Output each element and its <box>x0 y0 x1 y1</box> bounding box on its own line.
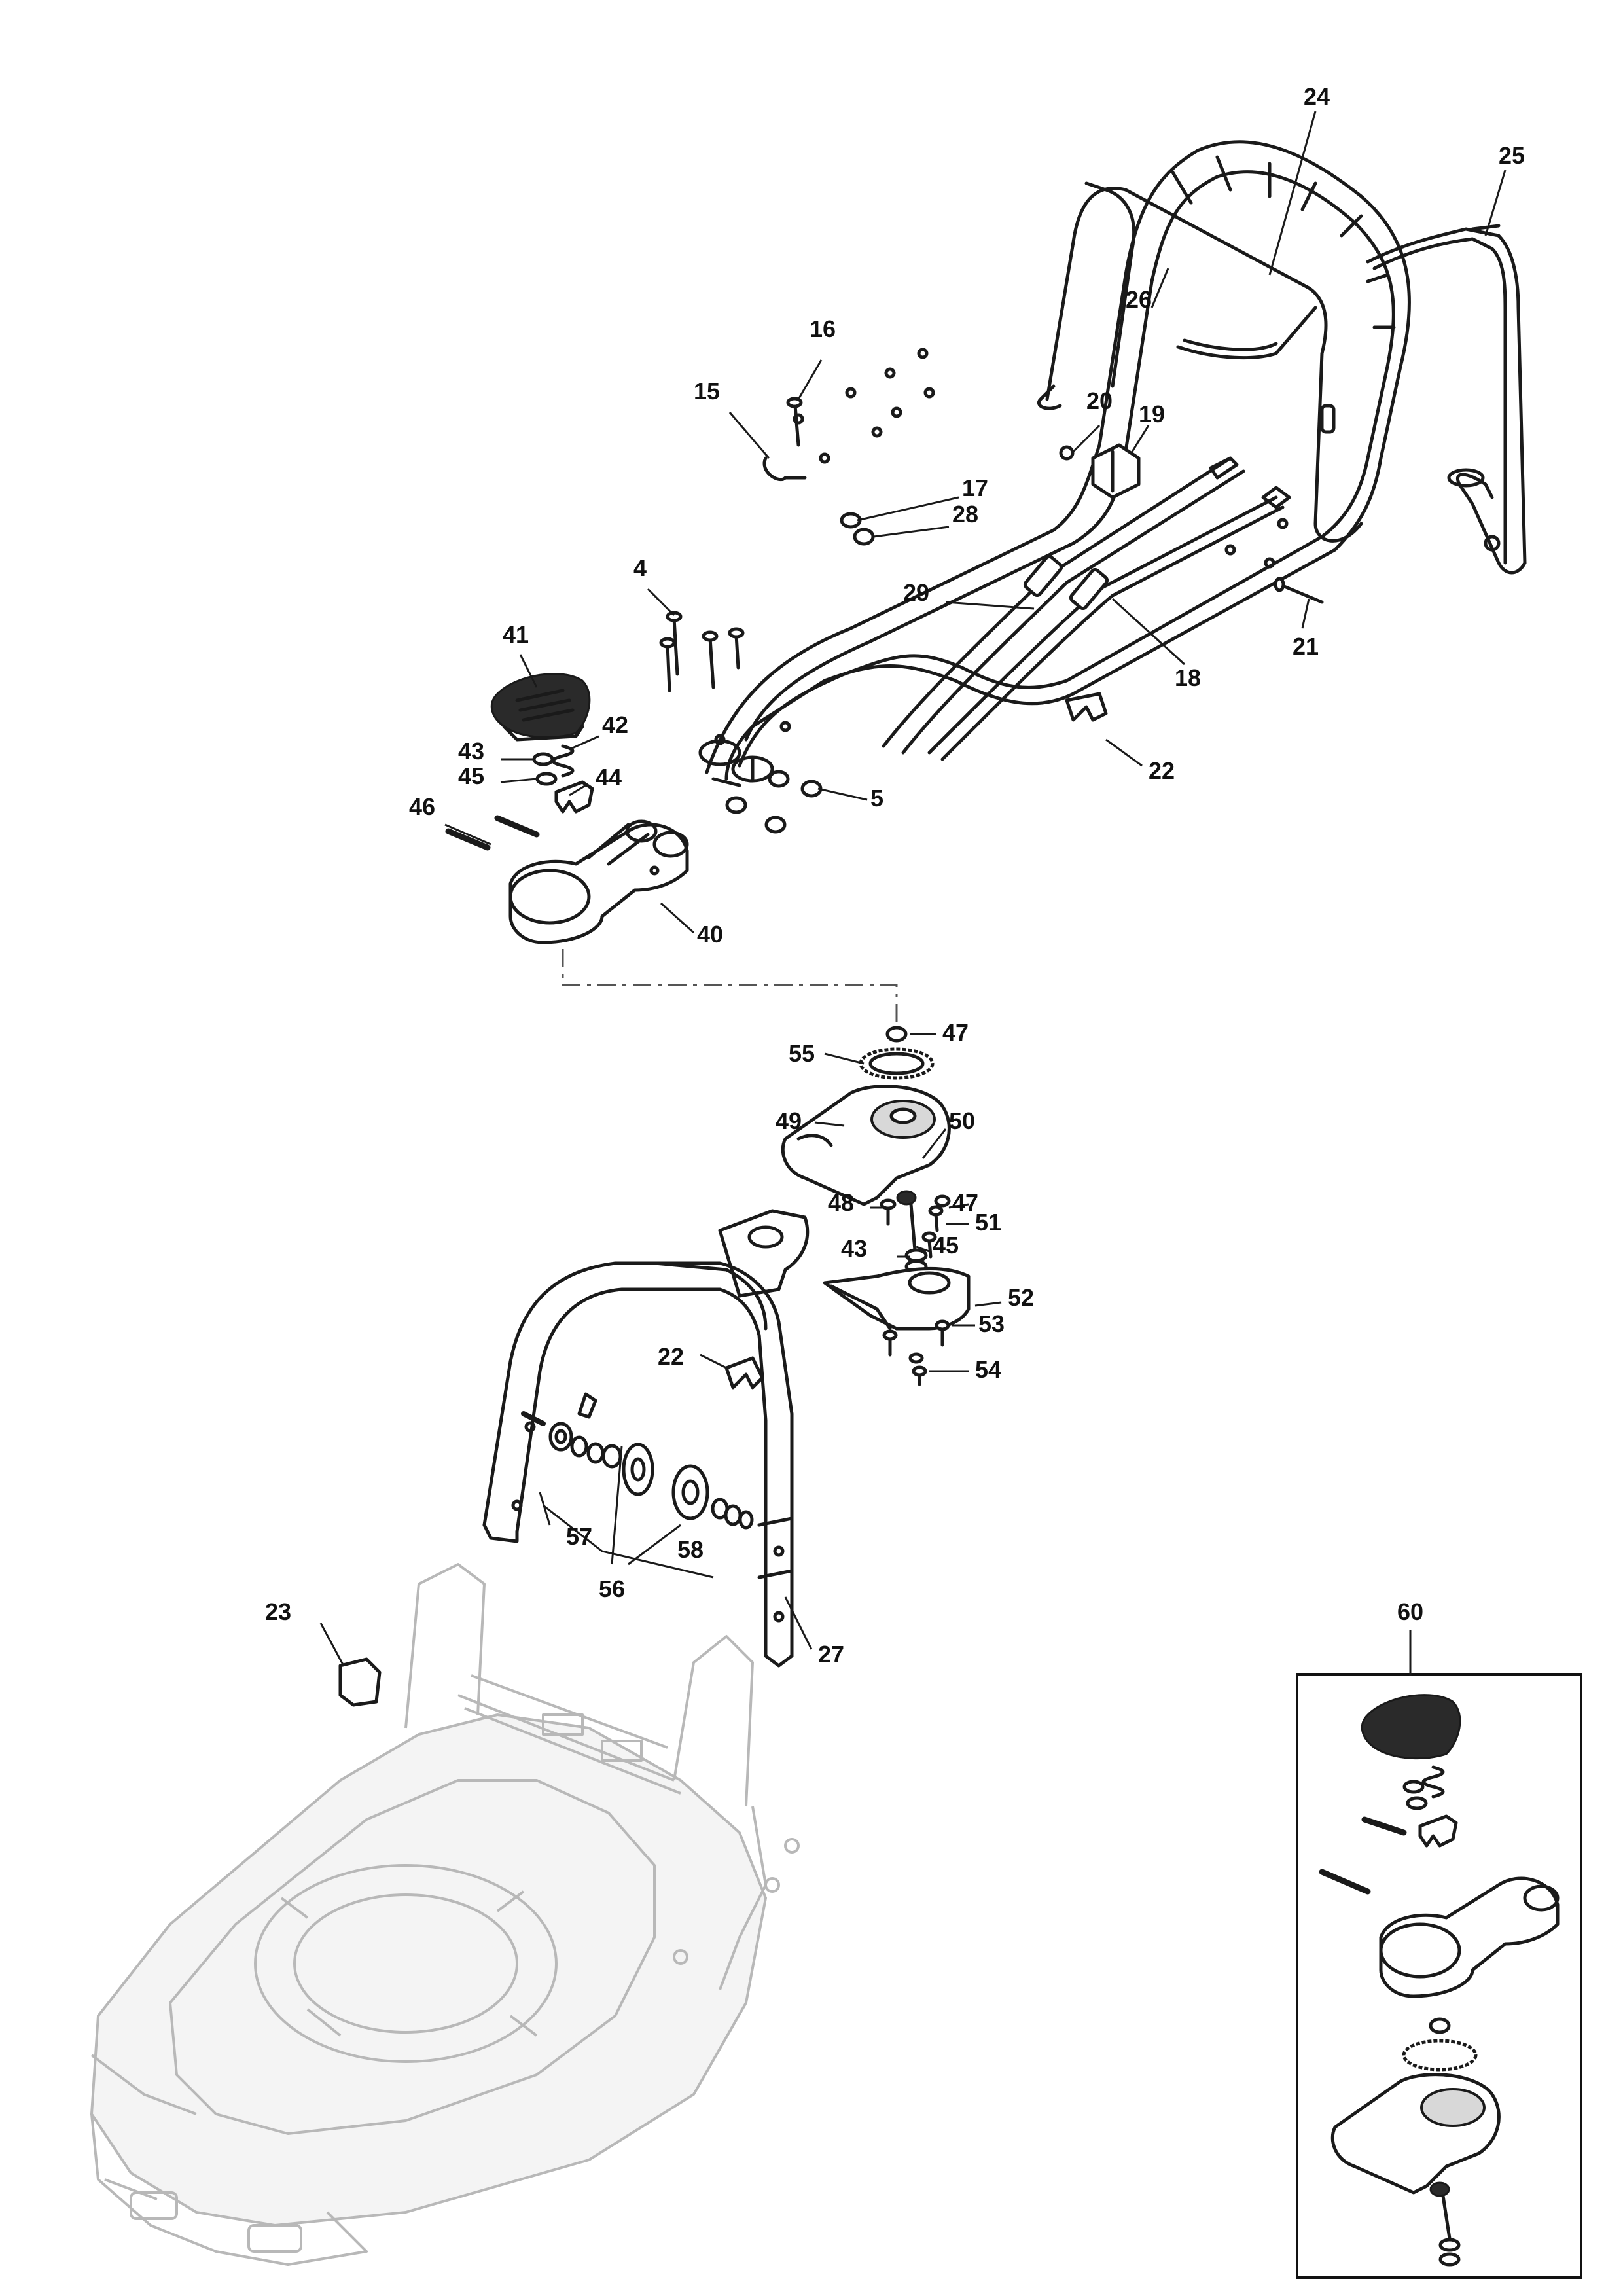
kit-inset <box>1296 1673 1582 2279</box>
callout-50: 50 <box>949 1107 975 1134</box>
callout-40: 40 <box>697 921 723 948</box>
callout-57: 57 <box>566 1523 592 1550</box>
callout-52: 52 <box>1008 1284 1034 1311</box>
callout-25: 25 <box>1499 142 1525 169</box>
callout-23: 23 <box>265 1598 291 1625</box>
callout-21: 21 <box>1293 633 1319 660</box>
callout-51: 51 <box>975 1209 1001 1236</box>
callout-54: 54 <box>975 1356 1001 1383</box>
callout-44: 44 <box>596 764 622 791</box>
callout-56: 56 <box>599 1575 625 1602</box>
callout-15: 15 <box>694 378 720 404</box>
callout-43b: 43 <box>841 1235 867 1262</box>
cable-clip-lower <box>724 1356 764 1390</box>
height-adjuster-assembly <box>445 673 689 944</box>
lock-knob-assembly <box>521 1392 754 1579</box>
callout-55: 55 <box>789 1040 815 1067</box>
callout-53: 53 <box>978 1310 1005 1337</box>
leader-lines <box>319 111 1507 1676</box>
callout-16: 16 <box>810 315 836 342</box>
mower-deck <box>90 1563 800 2266</box>
callout-58: 58 <box>677 1536 704 1563</box>
callout-41: 41 <box>503 621 529 648</box>
callout-47a: 47 <box>942 1019 969 1046</box>
alignment-line <box>562 949 898 1028</box>
upper-fasteners <box>659 397 1324 834</box>
callout-45a: 45 <box>458 762 484 789</box>
callout-45b: 45 <box>933 1232 959 1259</box>
callout-4: 4 <box>633 554 647 581</box>
callout-27: 27 <box>818 1641 844 1668</box>
callout-24: 24 <box>1304 83 1330 110</box>
callout-43a: 43 <box>458 738 484 764</box>
lower-adjuster-assembly <box>781 1026 971 1386</box>
upper-handle <box>698 140 1411 787</box>
bail-lever <box>1037 181 1363 543</box>
callout-48: 48 <box>828 1189 854 1216</box>
callout-22a: 22 <box>1149 757 1175 784</box>
callout-19: 19 <box>1139 401 1165 427</box>
side-lever <box>1366 224 1527 575</box>
callout-49: 49 <box>776 1107 802 1134</box>
callout-26: 26 <box>1126 286 1152 313</box>
callout-46: 46 <box>409 793 435 820</box>
callout-18: 18 <box>1175 664 1201 691</box>
lower-handle <box>482 1209 810 1668</box>
deck-clip <box>338 1657 382 1707</box>
callout-60: 60 <box>1397 1598 1423 1625</box>
callout-22b: 22 <box>658 1343 684 1370</box>
callout-20: 20 <box>1086 387 1113 414</box>
callout-42: 42 <box>602 711 628 738</box>
callout-5: 5 <box>870 785 883 812</box>
callout-29: 29 <box>903 579 929 606</box>
callout-47b: 47 <box>952 1189 978 1216</box>
control-cables <box>882 456 1291 761</box>
callout-28: 28 <box>952 501 978 528</box>
callout-labels: 24 25 26 16 15 20 19 17 28 29 4 41 18 21… <box>265 83 1525 1668</box>
callout-17: 17 <box>962 475 988 501</box>
